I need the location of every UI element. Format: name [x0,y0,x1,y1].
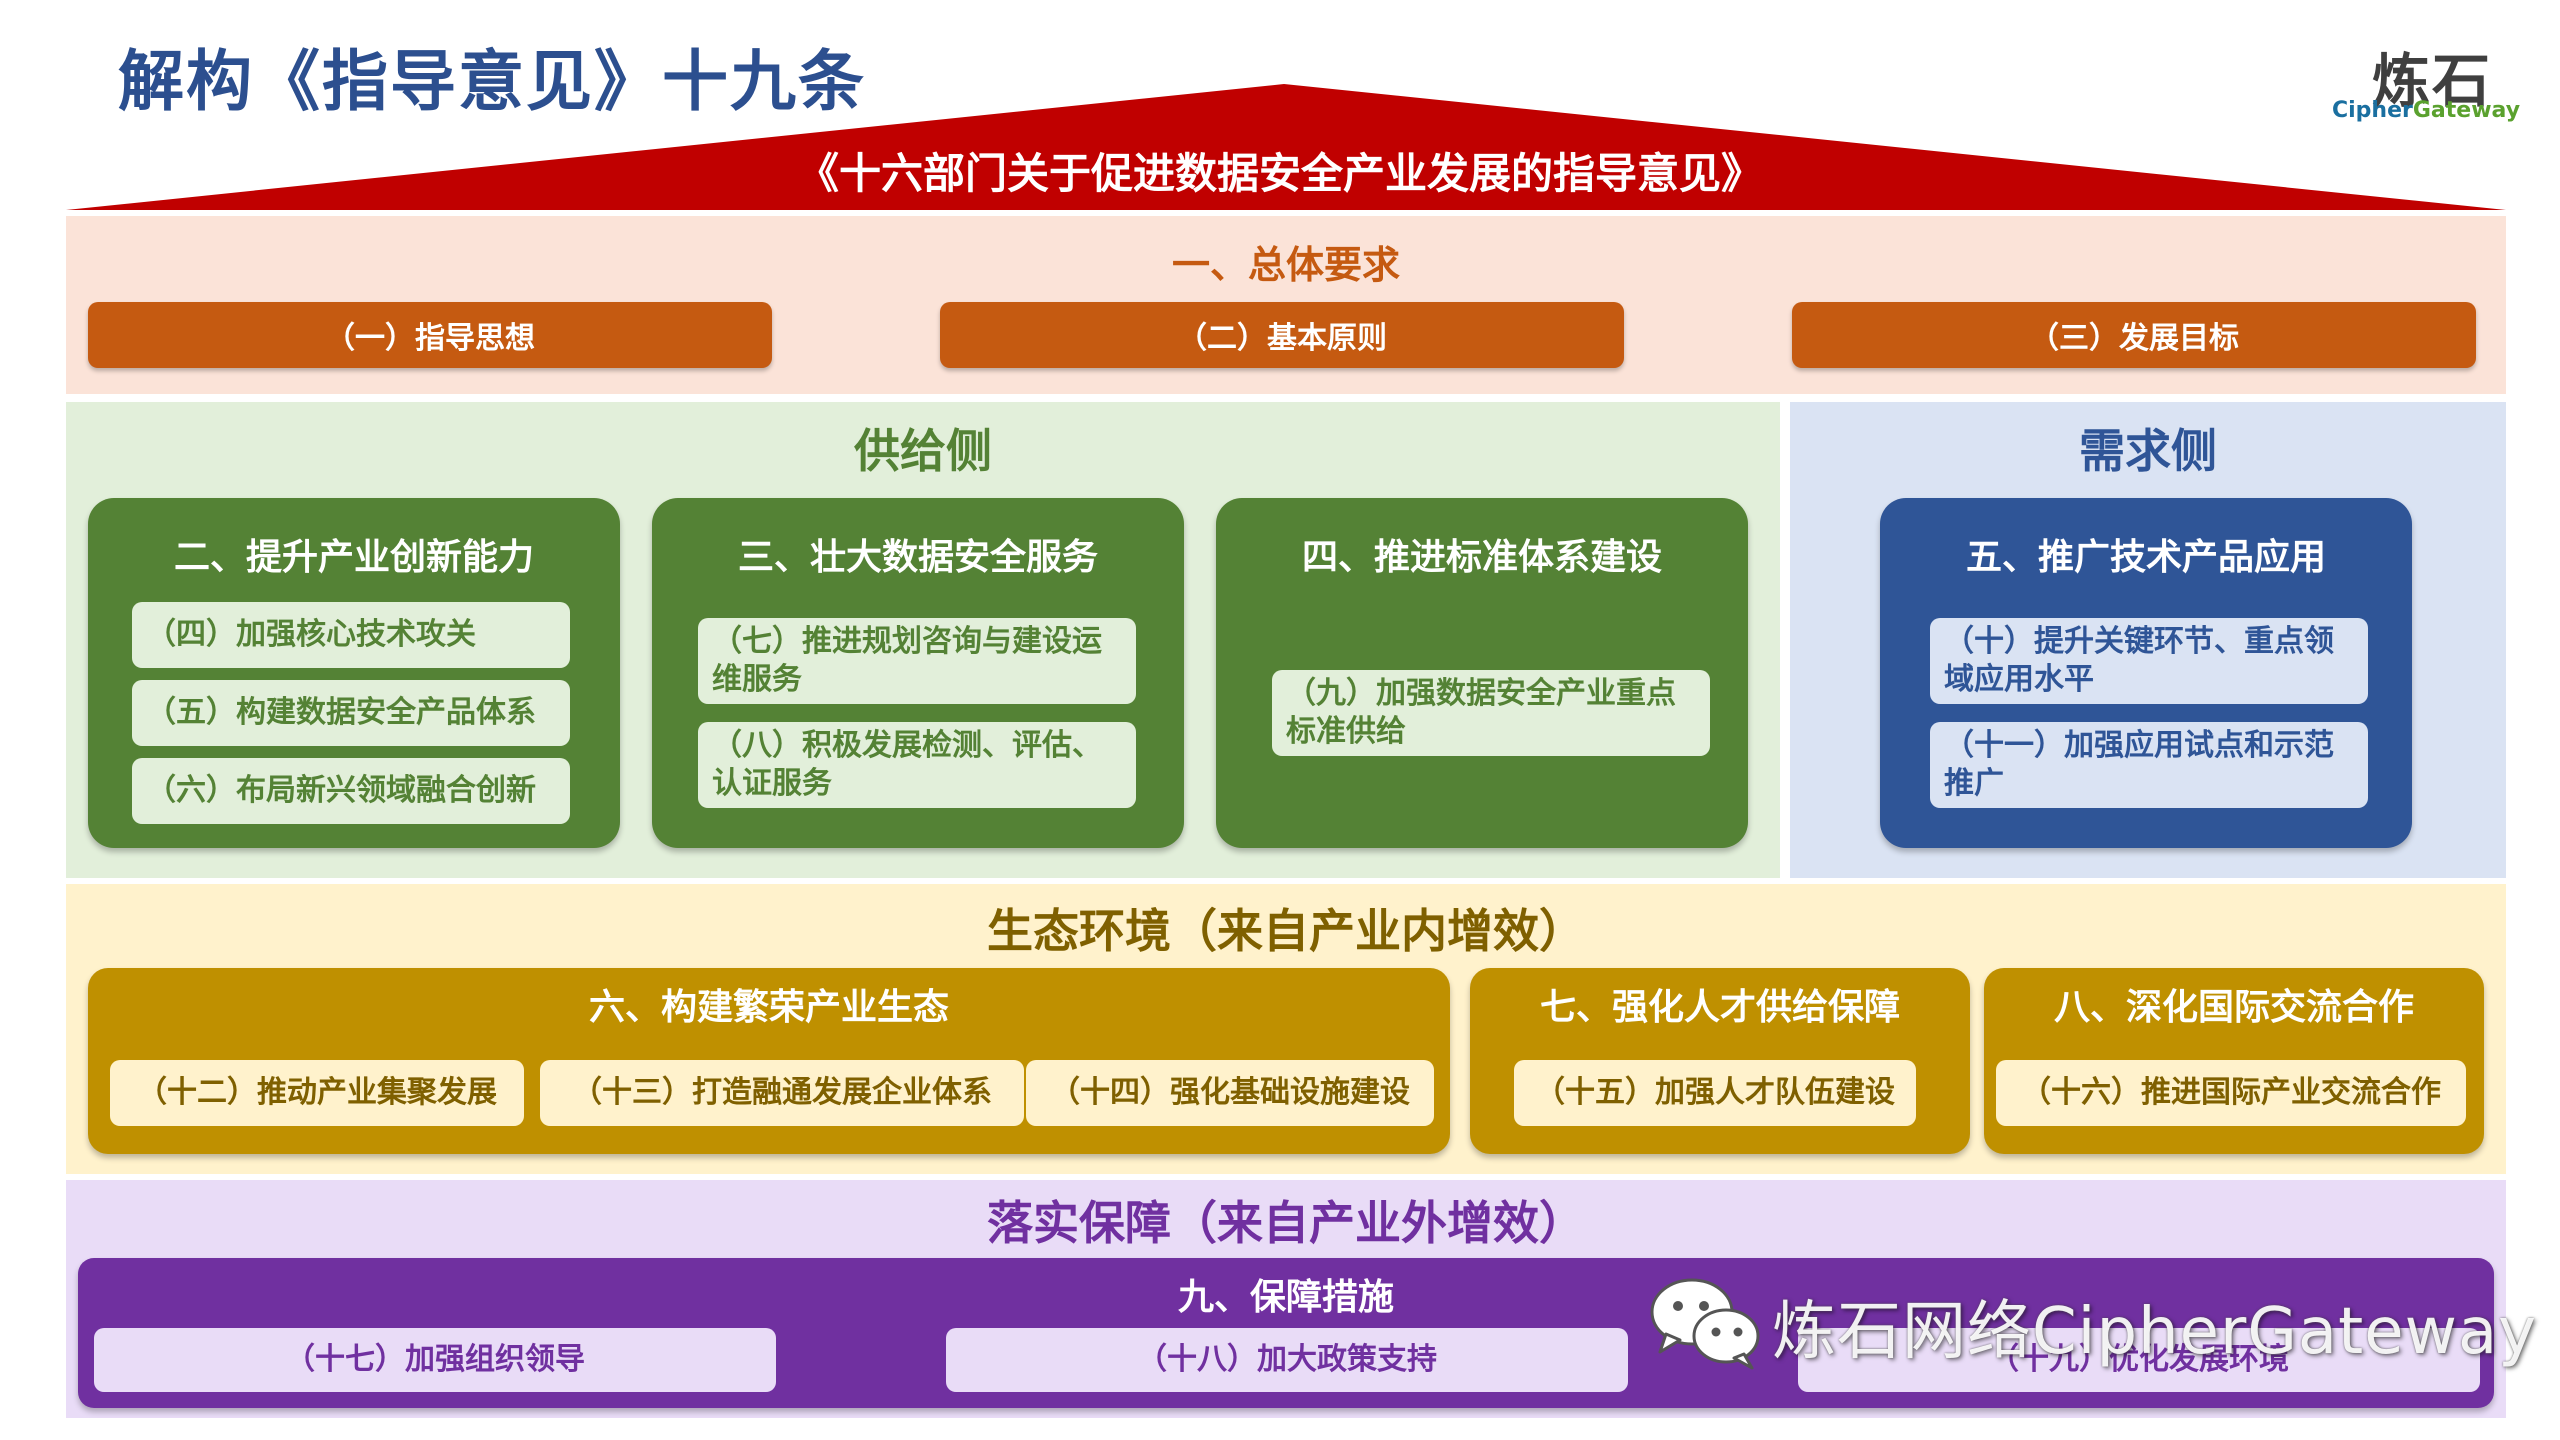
section-application-title: 五、推广技术产品应用 [1965,537,2326,578]
supply-title: 供给侧 [854,424,992,478]
logo-subtitle: CipherGateway [2332,98,2520,123]
section-ecosystem-title: 六、构建繁荣产业生态 [588,987,949,1028]
page-title: 解构《指导意见》十九条 [118,43,866,120]
wechat-icon [1650,1278,1760,1370]
ecology-title: 生态环境（来自产业内增效） [987,904,1585,958]
section-services-title: 三、壮大数据安全服务 [737,537,1098,578]
item-6: （六）布局新兴领域融合创新 [132,758,570,824]
item-4: （四）加强核心技术攻关 [132,602,570,668]
demand-title: 需求侧 [2079,424,2217,478]
logo-subtitle-gateway: Gateway [2412,98,2521,123]
section-international-title: 八、深化国际交流合作 [2053,987,2414,1028]
guarantee-title: 落实保障（来自产业外增效） [987,1196,1585,1250]
logo-subtitle-cipher: Cipher [2332,98,2413,123]
overall-title: 一、总体要求 [1171,242,1400,287]
item-16: （十六）推进国际产业交流合作 [1996,1060,2466,1126]
section-measures-title: 九、保障措施 [1177,1277,1394,1318]
logo-text: 炼石 [2372,47,2493,115]
overall-item-3: （三）发展目标 [1792,302,2476,368]
overall-item-1: （一）指导思想 [88,302,772,368]
roof-triangle [66,84,2506,210]
overall-item-2: （二）基本原则 [940,302,1624,368]
item-8: （八）积极发展检测、评估、认证服务 [698,722,1136,808]
item-17: （十七）加强组织领导 [94,1328,776,1392]
roof-title: 《十六部门关于促进数据安全产业发展的指导意见》 [796,148,1763,198]
watermark-text: 炼石网络CipherGateway [1772,1295,2538,1369]
item-13: （十三）打造融通发展企业体系 [540,1060,1024,1126]
item-5: （五）构建数据安全产品体系 [132,680,570,746]
item-11: （十一）加强应用试点和示范推广 [1930,722,2368,808]
section-standards-title: 四、推进标准体系建设 [1301,537,1662,578]
item-9: （九）加强数据安全产业重点标准供给 [1272,670,1710,756]
item-15: （十五）加强人才队伍建设 [1514,1060,1916,1126]
item-7: （七）推进规划咨询与建设运维服务 [698,618,1136,704]
item-19: （十九）优化发展环境 [1798,1328,2480,1392]
section-talent-title: 七、强化人才供给保障 [1539,987,1900,1028]
item-10: （十）提升关键环节、重点领域应用水平 [1930,618,2368,704]
item-18: （十八）加大政策支持 [946,1328,1628,1392]
item-12: （十二）推动产业集聚发展 [110,1060,524,1126]
section-innovation-title: 二、提升产业创新能力 [173,537,534,578]
item-14: （十四）强化基础设施建设 [1026,1060,1434,1126]
